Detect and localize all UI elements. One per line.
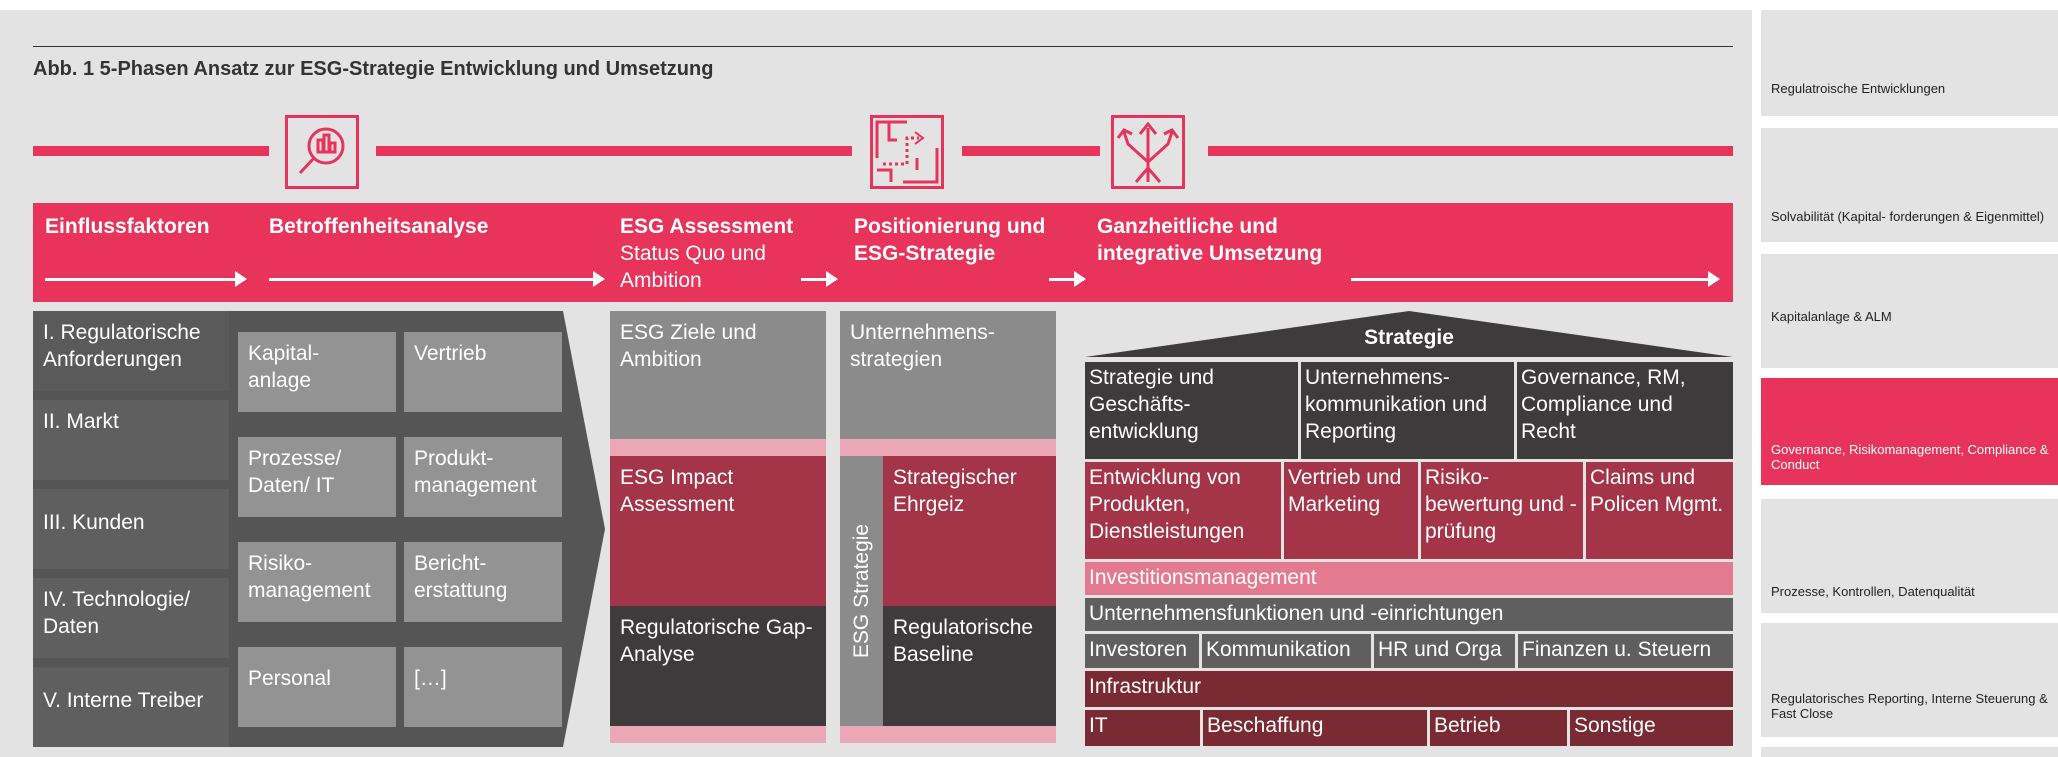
timeline-segment: [376, 146, 852, 156]
area-prozesse: Prozesse/ Daten/ IT: [238, 437, 396, 517]
sidebar-item-label: Governance, Risikomanagement, Compliance…: [1771, 442, 2049, 472]
house-finanzen: Finanzen u. Steuern: [1518, 634, 1733, 668]
sidebar-item-label: Kapitalanlage & ALM: [1771, 309, 1892, 324]
assessment-spacer: [610, 726, 826, 743]
phase-arrow: [1351, 271, 1720, 287]
sidebar-item-regulatorische-entwicklungen[interactable]: Regulatroische Entwicklungen: [1761, 10, 2058, 116]
house-investoren: Investoren: [1085, 634, 1199, 668]
sidebar-item-next[interactable]: [1761, 747, 2058, 757]
esg-strategie-label: ESG Strategie: [849, 523, 873, 659]
house-it: IT: [1085, 710, 1200, 746]
phase-arrow: [1049, 271, 1086, 287]
factor-markt: II. Markt: [33, 400, 229, 480]
phase-einflussfaktoren: Einflussfaktoren: [45, 215, 210, 238]
house-hr-orga: HR und Orga: [1374, 634, 1515, 668]
factor-interne-treiber: V. Interne Treiber: [33, 667, 229, 747]
house-kommunikation-fn: Kommunikation: [1202, 634, 1371, 668]
position-unternehmensstrategien: Unternehmens- strategien: [840, 311, 1056, 439]
house-claims: Claims und Policen Mgmt.: [1586, 462, 1733, 559]
house-kommunikation: Unternehmens- kommunikation und Reportin…: [1301, 362, 1514, 459]
position-ehrgeiz: Strategischer Ehrgeiz: [883, 456, 1056, 606]
assessment-spacer: [610, 439, 826, 456]
strategie-roof: [1085, 311, 1733, 357]
sidebar-item-label: Regulatroische Entwicklungen: [1771, 81, 1946, 96]
sidebar-item-governance[interactable]: Governance, Risikomanagement, Compliance…: [1761, 378, 2058, 485]
assessment-gap-analyse: Regulatorische Gap-Analyse: [610, 606, 826, 726]
position-spacer: [840, 439, 1056, 456]
house-sonstige: Sonstige: [1570, 710, 1733, 746]
house-governance: Governance, RM, Compliance und Recht: [1517, 362, 1733, 459]
sidebar-item-label: Solvabilität (Kapital- forderungen & Eig…: [1771, 209, 2045, 224]
area-vertrieb: Vertrieb: [404, 332, 562, 412]
phase-positionierung: Positionierung und ESG-Strategie: [854, 215, 1046, 265]
factor-regulatorisch: I. Regulatorische Anforderungen: [33, 311, 229, 391]
house-unternehmensfunktionen: Unternehmensfunktionen und -einrichtunge…: [1085, 598, 1733, 631]
house-betrieb: Betrieb: [1430, 710, 1567, 746]
phase-arrow: [45, 271, 247, 287]
assessment-impact: ESG Impact Assessment: [610, 456, 826, 606]
house-investitionsmanagement: Investitionsmanagement: [1085, 562, 1733, 595]
house-infrastruktur: Infrastruktur: [1085, 671, 1733, 707]
area-berichterstattung: Bericht- erstattung: [404, 542, 562, 622]
sidebar-item-regulatorisches-reporting[interactable]: Regulatorisches Reporting, Interne Steue…: [1761, 623, 2058, 737]
esg-figure: Abb. 1 5-Phasen Ansatz zur ESG-Strategie…: [0, 10, 1752, 757]
house-risikobewertung: Risiko- bewertung und -prüfung: [1421, 462, 1583, 559]
figure-title: Abb. 1 5-Phasen Ansatz zur ESG-Strategie…: [33, 58, 714, 80]
timeline-segment: [1208, 146, 1733, 156]
house-produktentwicklung: Entwicklung von Produkten, Dienstleistun…: [1085, 462, 1281, 559]
area-personal: Personal: [238, 647, 396, 727]
title-rule: [33, 46, 1733, 47]
sidebar-item-label: Regulatorisches Reporting, Interne Steue…: [1771, 691, 2048, 721]
assessment-ziele: ESG Ziele und Ambition: [610, 311, 826, 439]
sidebar-item-solvabilitaet[interactable]: Solvabilität (Kapital- forderungen & Eig…: [1761, 128, 2058, 242]
analysis-magnifier-icon: [285, 115, 359, 189]
esg-strategie-bar: ESG Strategie: [840, 456, 883, 726]
house-beschaffung: Beschaffung: [1203, 710, 1427, 746]
sidebar-item-prozesse[interactable]: Prozesse, Kontrollen, Datenqualität: [1761, 499, 2058, 613]
maze-path-icon: [870, 115, 944, 189]
phase-arrow: [269, 271, 605, 287]
area-kapitalanlage: Kapital- anlage: [238, 332, 396, 412]
sidebar-item-label: Prozesse, Kontrollen, Datenqualität: [1771, 584, 1975, 599]
strategie-roof-label: Strategie: [1364, 326, 1454, 349]
phase-umsetzung: Ganzheitliche und integrative Umsetzung: [1097, 215, 1323, 265]
factor-kunden: III. Kunden: [33, 489, 229, 569]
phase-band: Einflussfaktoren Betroffenheitsanalyse E…: [33, 203, 1733, 302]
area-produktmanagement: Produkt- management: [404, 437, 562, 517]
house-vertrieb: Vertrieb und Marketing: [1284, 462, 1418, 559]
phase-betroffenheitsanalyse: Betroffenheitsanalyse: [269, 215, 489, 238]
phase-arrow: [801, 271, 838, 287]
house-strategie-geschaeft: Strategie und Geschäfts- entwicklung: [1085, 362, 1298, 459]
sidebar-item-kapitalanlage[interactable]: Kapitalanlage & ALM: [1761, 254, 2058, 368]
branching-arrows-icon: [1111, 115, 1185, 189]
position-baseline: Regulatorische Baseline: [883, 606, 1056, 726]
area-risikomanagement: Risiko- management: [238, 542, 396, 622]
factor-technologie: IV. Technologie/ Daten: [33, 578, 229, 658]
timeline-segment: [962, 146, 1100, 156]
timeline-segment: [33, 146, 269, 156]
position-spacer: [840, 726, 1056, 743]
area-etc: […]: [404, 647, 562, 727]
